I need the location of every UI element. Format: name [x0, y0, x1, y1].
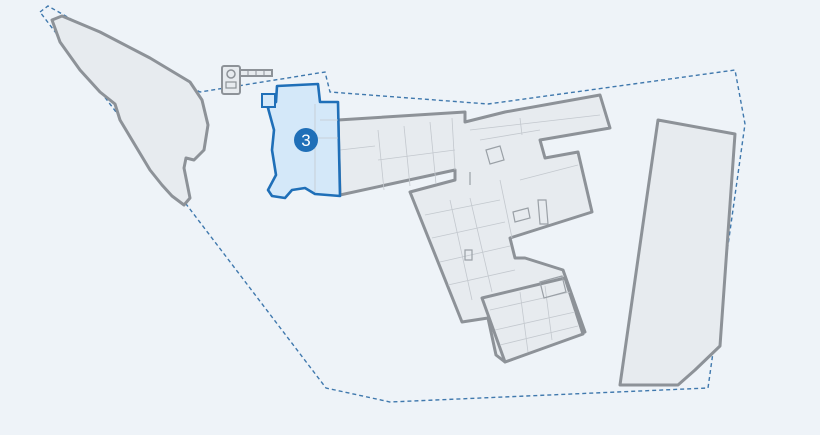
building-east-block[interactable] — [618, 118, 737, 387]
zone-3-label: 3 — [301, 131, 310, 150]
zone-3[interactable]: 3 — [261, 82, 342, 200]
zone-3-badge[interactable] — [294, 128, 318, 152]
parking-gate-icon — [221, 65, 273, 95]
building-west-wing[interactable] — [50, 14, 210, 207]
building-main-complex[interactable] — [336, 93, 612, 364]
